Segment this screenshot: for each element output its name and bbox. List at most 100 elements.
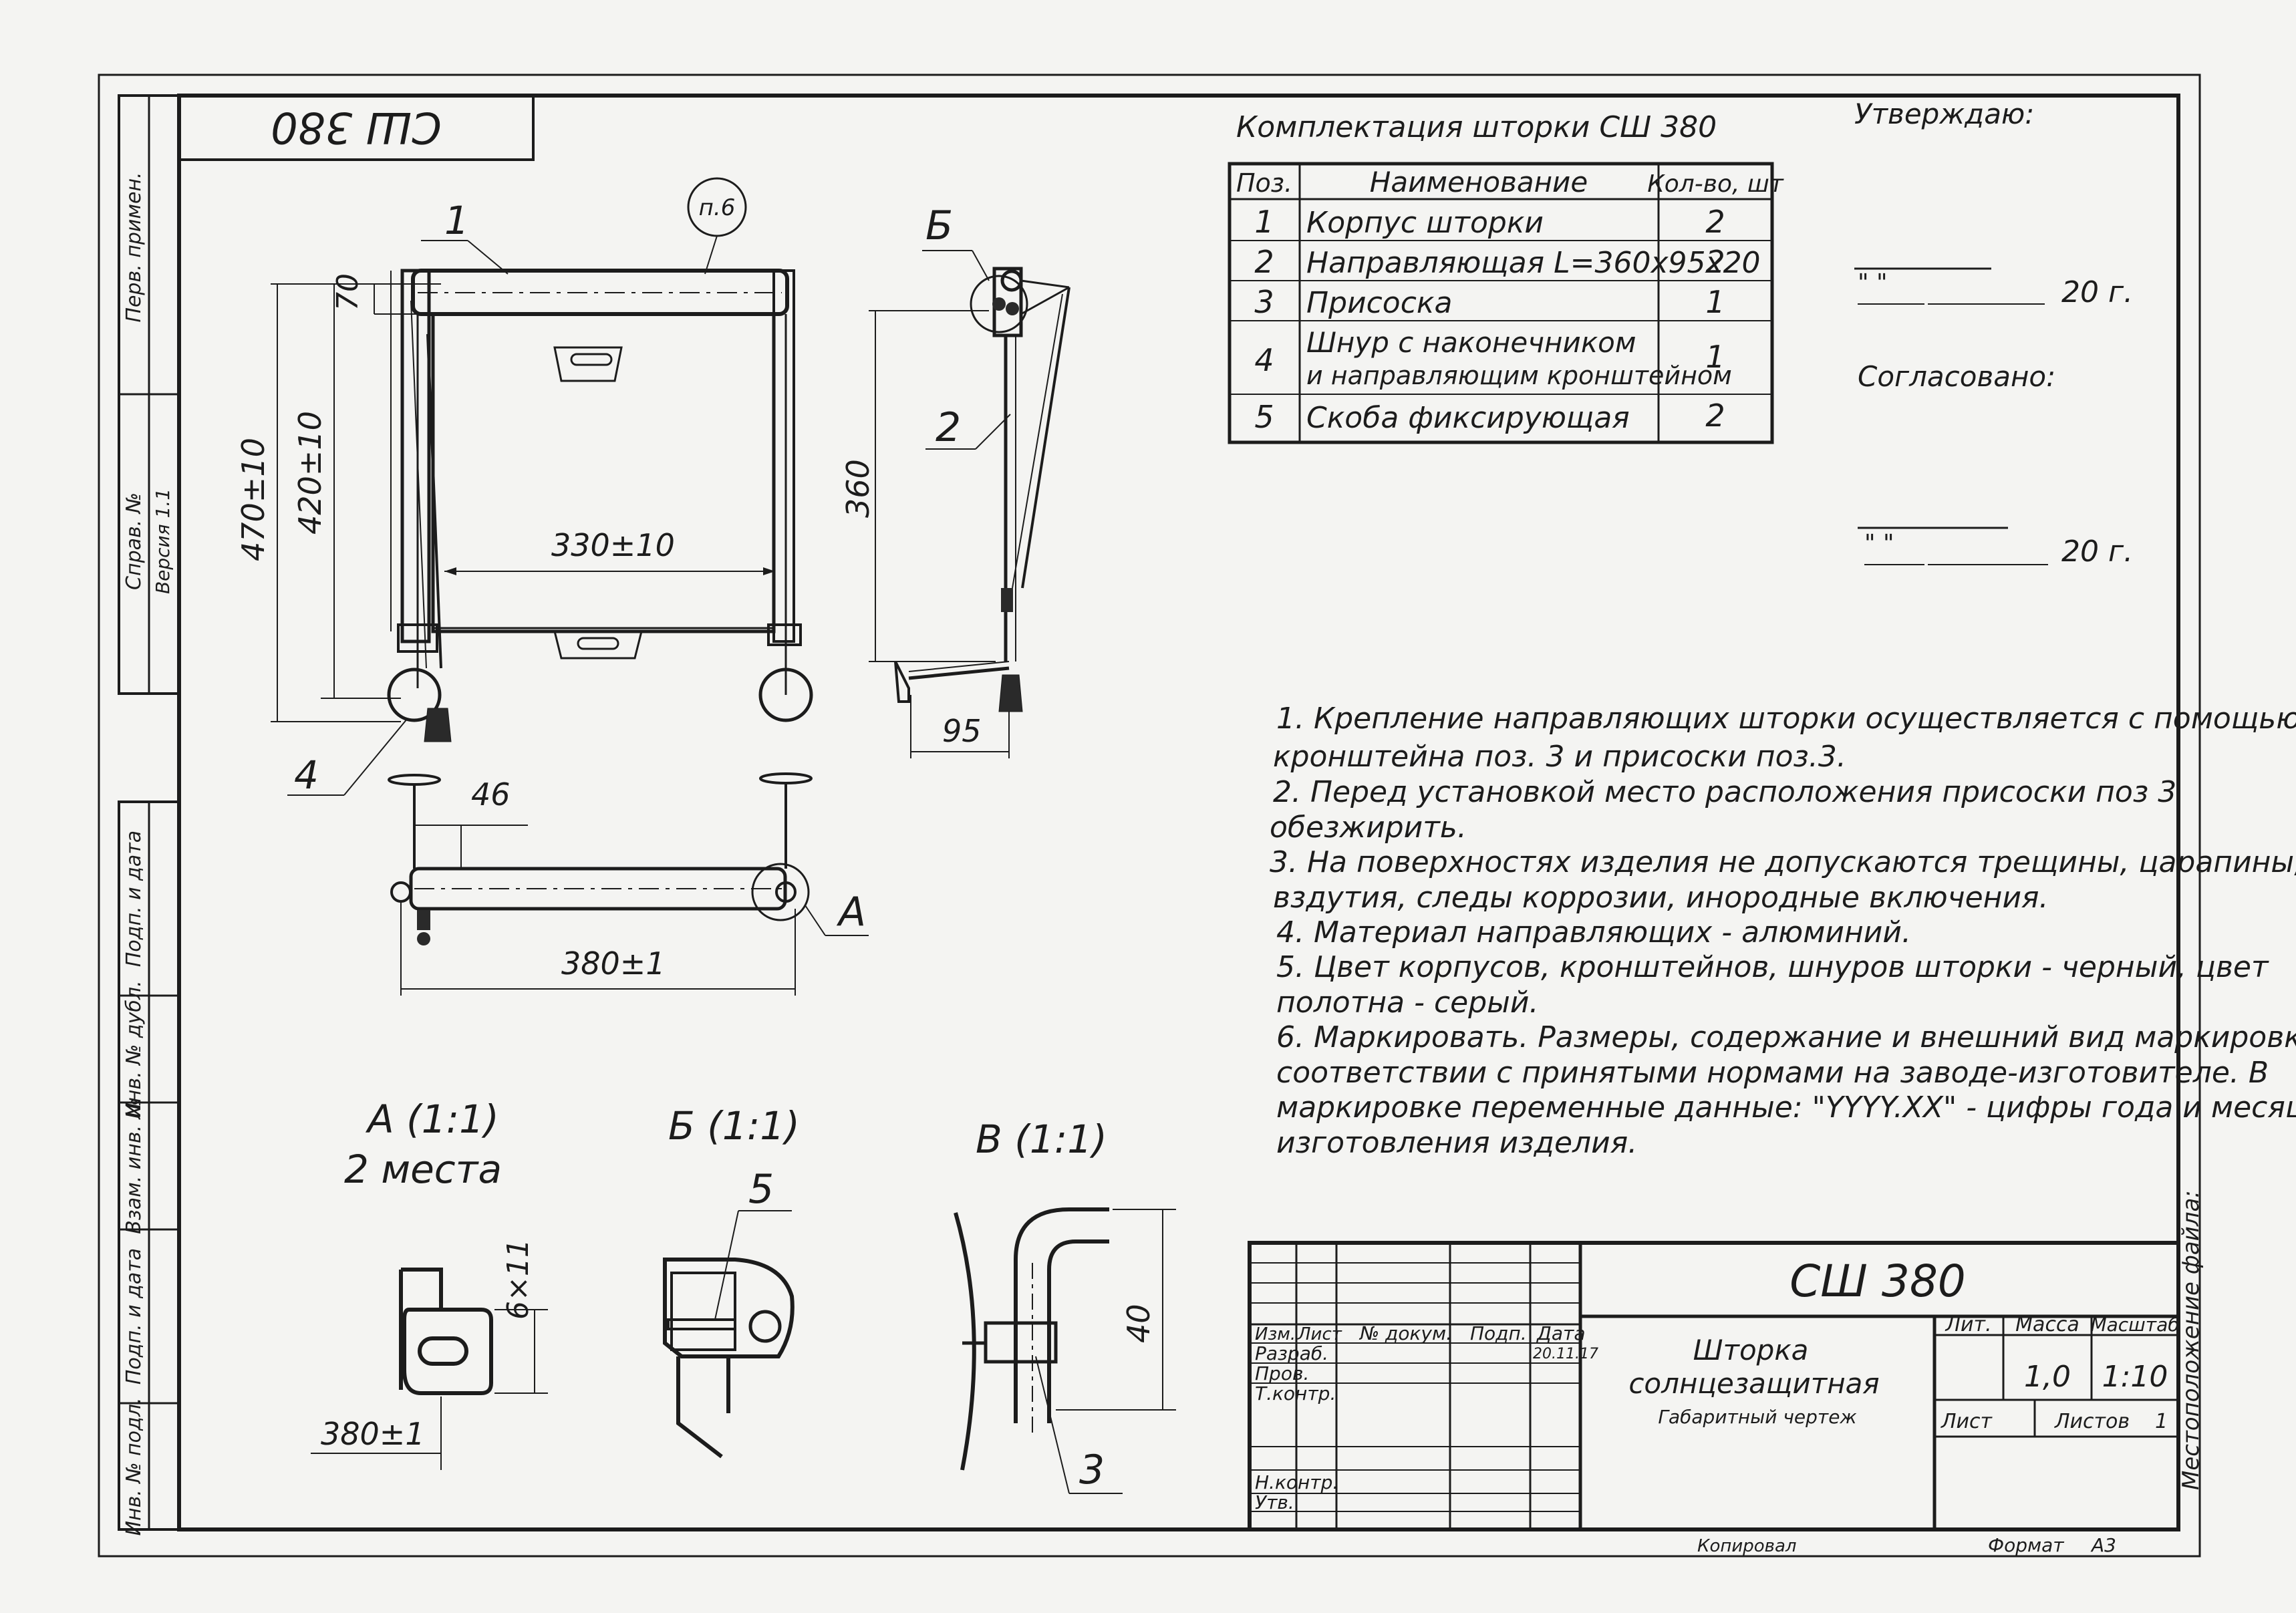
row4-pos: 4 [1254,342,1274,378]
view-a-sub: 2 места [344,1147,502,1192]
strip-sprav: Справ. № [122,492,146,590]
callout-p6: п.6 [699,194,736,221]
th-pos: Поз. [1236,168,1292,198]
front-view [374,269,813,742]
row3-qty: 1 [1705,284,1725,320]
approve-year: 20 г. [2061,275,2133,309]
tb-doc-type: Габаритный чертеж [1658,1406,1856,1428]
tb-data: Дата [1536,1322,1586,1344]
strip-perv-primen: Перв. примен. [122,172,146,322]
tb-listov-val: 1 [2155,1410,2168,1433]
tb-list-header: Лист [1297,1324,1342,1344]
technical-notes: 1. Крепление направляющих шторки осущест… [1270,702,2296,1160]
row4-qty: 1 [1705,339,1725,375]
note-line: кронштейна поз. 3 и присоски поз.3. [1273,740,1846,774]
tb-name1: Шторка [1693,1334,1809,1366]
strip-vzam-inv: Взам. инв. № [122,1098,146,1234]
side-view: 360 95 Б 2 [840,202,1070,758]
dim-380-detail: 380±1 [321,1416,425,1452]
callout-4: 4 [294,752,319,798]
agree-year: 20 г. [2061,535,2133,569]
row1-pos: 1 [1254,204,1274,240]
dim-420: 420±10 [292,411,328,535]
tb-razrab: Разраб. [1255,1342,1328,1364]
tb-masshtab: Масштаб [2090,1314,2179,1336]
tb-file-location: Местоположение файла: [2178,1190,2204,1490]
agree-date-quote: " " [1864,530,1894,557]
dim-380-bottom: 380±1 [561,945,666,982]
note-line: обезжирить. [1270,811,1467,845]
tb-prov: Пров. [1255,1362,1309,1384]
detail-view-a: А (1:1) 2 места 6×11 380±1 [311,1096,548,1470]
tb-date-val: 20.11.17 [1533,1346,1598,1362]
view-b-title: Б (1:1) [668,1103,800,1149]
title-block: Изм. Лист № докум. Подп. Дата Разраб. 20… [1248,1190,2204,1556]
note-line: маркировке переменные данные: "YYYY.XX" … [1276,1090,2296,1125]
approval-block: Утверждаю: " " 20 г. Согласовано: " " 20… [1854,98,2133,569]
tb-utv: Утв. [1255,1491,1294,1513]
row5-name: Скоба фиксирующая [1306,401,1630,435]
tb-code: СШ 380 [1789,1256,1966,1307]
row4-name2: и направляющим кронштейном [1306,361,1732,390]
tb-nkontr: Н.контр. [1255,1471,1338,1493]
tb-lit: Лит. [1945,1313,1991,1336]
row2-name: Направляющая L=360x95x20 [1306,246,1761,280]
note-line: 6. Маркировать. Размеры, содержание и вн… [1276,1020,2296,1054]
note-line: вздутия, следы коррозии, инородные включ… [1273,881,2049,915]
doc-code-mirrored: СШ 380 [271,102,442,152]
callout-1: 1 [444,198,469,243]
dim-40: 40 [1121,1304,1157,1343]
tb-format: Формат [1988,1534,2064,1556]
callout-2: 2 [936,404,961,451]
agree-label: Согласовано: [1858,360,2055,393]
th-qty: Кол-во, шт [1647,170,1784,198]
approve-date-quote: " " [1858,269,1888,297]
note-line: 2. Перед установкой место расположения п… [1273,775,2176,809]
th-name: Наименование [1370,166,1588,198]
strip-inv-dubl: Инв. № дубл. [122,980,146,1117]
tb-izm: Изм. [1255,1324,1296,1344]
callout-a: А [836,889,866,935]
detail-view-v: В (1:1) 40 3 [954,1117,1176,1494]
note-line: 4. Материал направляющих - алюминий. [1276,915,1911,949]
bottom-view: 46 380±1 А [388,772,869,996]
front-view-dimensions: 70 470±10 420±10 330±10 [235,273,775,722]
dim-470: 470±10 [235,438,271,561]
callout-3: 3 [1079,1447,1105,1493]
strip-version: Версия 1.1 [152,488,174,594]
strip-inv-podl: Инв. № подл. [122,1398,146,1536]
strip-podp-data-2: Подп. и дата [122,1248,146,1384]
note-line: 5. Цвет корпусов, кронштейнов, шнуров шт… [1276,950,2269,984]
callout-5: 5 [748,1166,774,1213]
row3-name: Присоска [1306,286,1452,320]
strip-podp-data-1: Подп. и дата [122,831,146,967]
tb-listov: Листов [2054,1410,2130,1433]
detail-view-b: Б (1:1) 5 [663,1103,800,1459]
row2-pos: 2 [1254,244,1274,280]
tb-massa-val: 1,0 [2024,1360,2071,1394]
note-line: полотна - серый. [1276,986,1538,1020]
tb-list: Лист [1941,1410,1993,1433]
tb-massa: Масса [2015,1313,2079,1336]
dim-95: 95 [942,713,982,749]
callout-b: Б [925,202,953,249]
components-table: Комплектация шторки СШ 380 Поз. Наименов… [1228,110,1784,444]
tb-ndokum: № докум. [1358,1322,1452,1344]
row2-qty: 2 [1705,244,1725,280]
view-v-title: В (1:1) [976,1117,1107,1162]
approve-label: Утверждаю: [1854,98,2034,130]
tb-kopiroval: Копировал [1697,1536,1797,1556]
outer-border [98,74,2201,1558]
dim-70: 70 [331,273,365,311]
tb-tkontr: Т.контр. [1255,1382,1336,1405]
dim-6x11: 6×11 [501,1239,535,1320]
left-strip: Перв. примен. Справ. № Версия 1.1 Подп. … [118,94,180,1536]
row3-pos: 3 [1254,284,1274,320]
row1-qty: 2 [1705,204,1725,240]
dim-330: 330±10 [551,527,675,563]
tb-format-val: А3 [2090,1534,2116,1556]
tb-podp: Подп. [1470,1322,1527,1344]
row5-pos: 5 [1254,399,1274,435]
